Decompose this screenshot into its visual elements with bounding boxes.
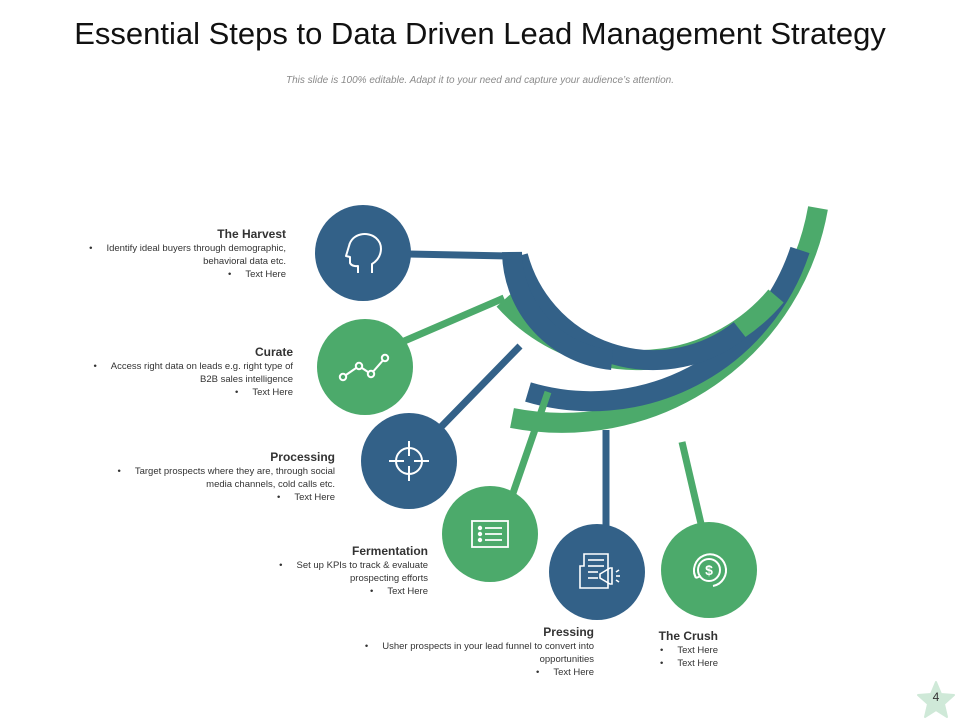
svg-text:$: $ [705,562,713,578]
step-circle-processing [361,413,457,509]
step-bullet: Identify ideal buyers through demographi… [46,242,286,268]
slide-title: Essential Steps to Data Driven Lead Mana… [74,16,886,51]
step-bullet: Text Here [628,657,718,670]
connector-fermentation [508,390,552,498]
step-bullet: Text Here [364,666,594,679]
step-bullet: Text Here [46,268,286,281]
step-title: Processing [270,450,335,464]
line-graph-icon [338,353,390,382]
step-text-pressing: Pressing Usher prospects in your lead fu… [364,624,594,679]
step-bullet: Access right data on leads e.g. right ty… [93,360,293,386]
step-bullet: Text Here [628,644,718,657]
step-text-processing: Processing Target prospects where they a… [105,449,335,504]
connector-crush [678,441,706,529]
innermost-blue-arc [502,251,614,370]
newspaper-megaphone-icon [579,553,620,589]
connector-harvest [407,250,513,260]
step-text-curate: Curate Access right data on leads e.g. r… [93,344,293,399]
star-icon [917,681,955,718]
step-title: Fermentation [351,544,428,558]
step-bullet: Usher prospects in your lead funnel to c… [364,640,594,666]
step-title: The Crush [658,629,718,643]
step-title: The Harvest [217,227,286,241]
step-circle-harvest [315,205,411,301]
step-text-harvest: The Harvest Identify ideal buyers throug… [46,226,286,281]
head-icon [345,233,382,273]
connector-processing [437,343,523,431]
step-bullet: Text Here [105,491,335,504]
slide-subtitle: This slide is 100% editable. Adapt it to… [285,75,675,86]
step-bullet: Text Here [228,585,428,598]
outer-blue-arc [525,246,810,412]
page-number-badge: 4 [916,680,956,720]
dollar-coin-icon: $ [693,553,728,587]
step-text-fermentation: Fermentation Set up KPIs to track & eval… [228,543,429,598]
step-circle-crush [661,522,757,618]
step-bullet: Set up KPIs to track & evaluate prospect… [228,559,429,585]
step-circle-curate [317,319,413,415]
connector-curate [400,294,506,346]
step-title: Curate [254,345,293,359]
step-text-crush: The Crush Text Here Text Here [628,628,718,670]
crosshair-icon [389,441,429,481]
checklist-icon [471,520,509,548]
step-bullet: Text Here [93,386,293,399]
page-number: 4 [932,690,940,704]
step-title: Pressing [543,625,594,639]
step-bullet: Target prospects where they are, through… [105,465,335,491]
